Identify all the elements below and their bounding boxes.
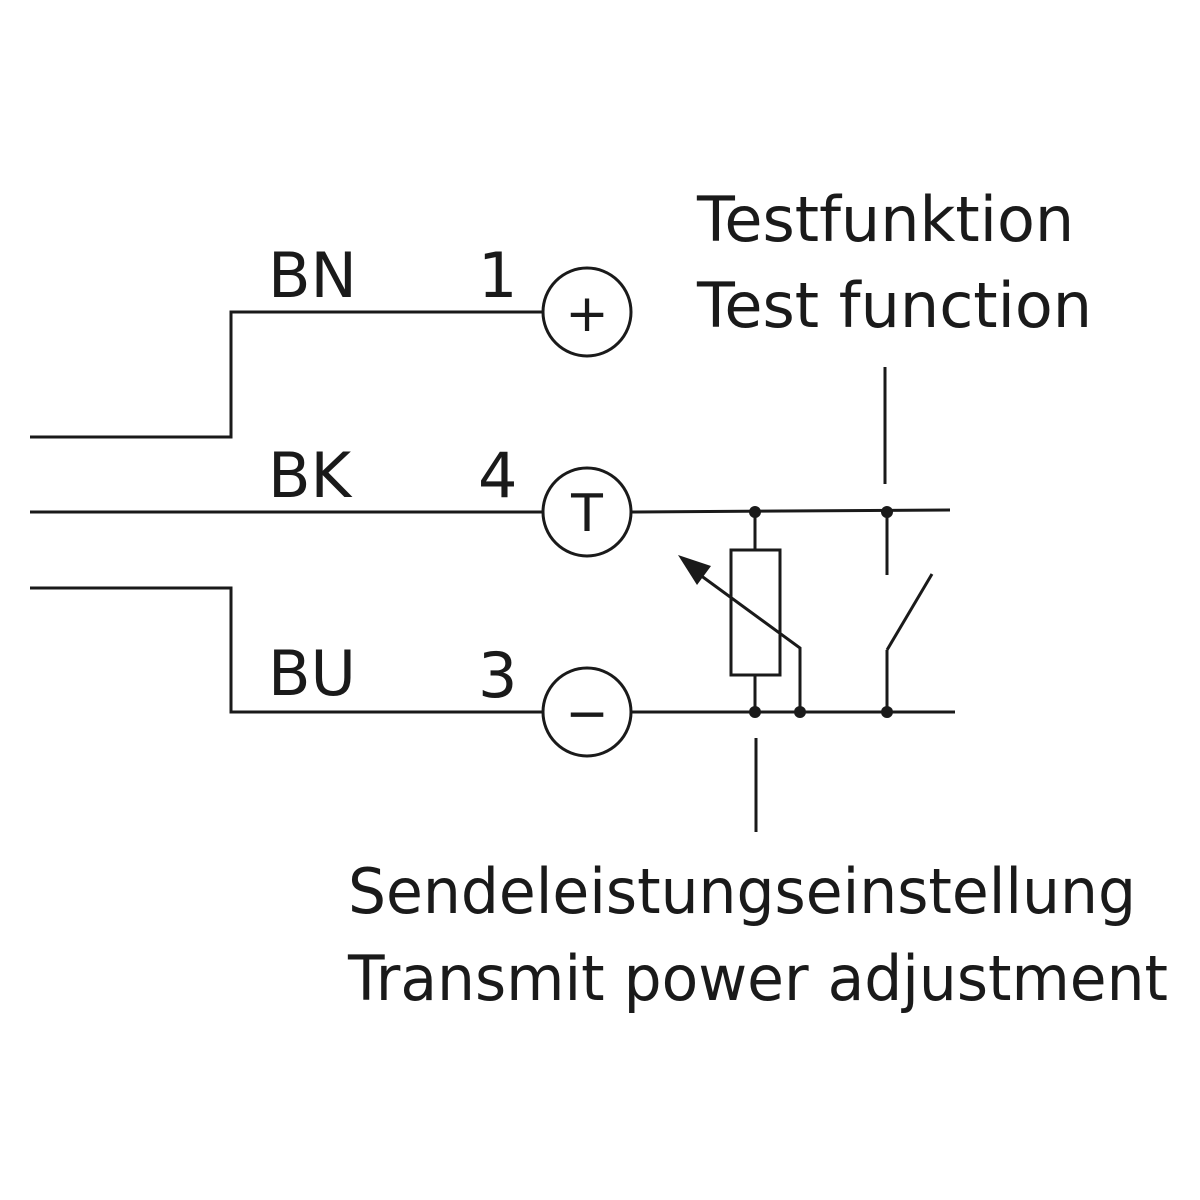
switch-contact <box>885 573 934 651</box>
terminal-test-label: T <box>570 484 603 544</box>
power-adjust-label-de: Sendeleistungseinstellung <box>348 855 1136 928</box>
pot-wiper <box>695 570 802 712</box>
junction-dot <box>749 706 761 718</box>
power-adjust-label-en: Transmit power adjustment <box>347 942 1168 1015</box>
junction-dot <box>794 706 806 718</box>
terminal-plus-icon <box>541 266 633 358</box>
pin-number-1: 1 <box>478 239 517 312</box>
wire-bu <box>30 586 545 714</box>
pin-number-3: 3 <box>478 639 517 712</box>
junction-dot <box>749 506 761 518</box>
terminal-plus-label: + <box>565 284 609 344</box>
terminal-test-icon <box>541 466 633 558</box>
wire-code-bk: BK <box>268 439 353 512</box>
wire-code-bu: BU <box>268 637 356 710</box>
potentiometer-icon <box>729 548 782 677</box>
wire-code-bn: BN <box>268 239 357 312</box>
test-function-label-de: Testfunktion <box>696 183 1074 256</box>
junction-dot <box>881 706 893 718</box>
test-function-label-en: Test function <box>696 269 1092 342</box>
bk-bus <box>629 508 951 514</box>
terminal-minus-icon <box>541 666 633 758</box>
terminal-minus-label: − <box>565 684 609 744</box>
junction-dot <box>881 506 893 518</box>
wire-bn <box>30 310 545 439</box>
adjust-arrow-icon <box>678 555 711 585</box>
pin-number-4: 4 <box>478 439 517 512</box>
